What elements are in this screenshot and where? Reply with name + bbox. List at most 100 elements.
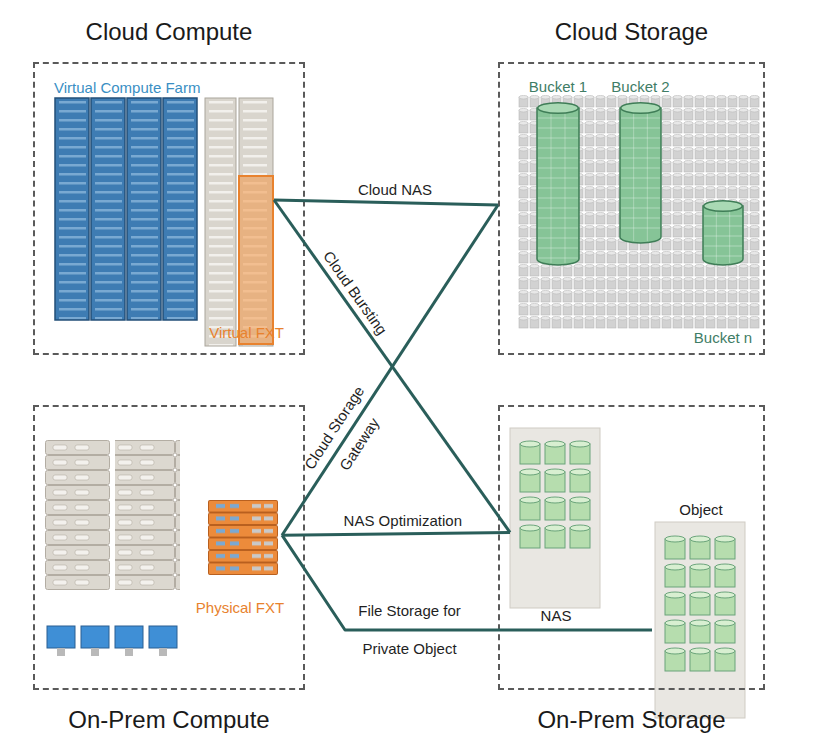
cylinder-grid	[621, 198, 660, 199]
cylinder-grid	[704, 236, 742, 237]
onprem-storage-group: On-Prem StorageNASObject	[498, 405, 765, 690]
node-label: Virtual FXT	[209, 324, 284, 342]
cylinder-grid	[538, 208, 578, 209]
cloud-storage-group: Cloud StorageBucket 1Bucket 2Bucket n	[498, 62, 765, 355]
node-label: Virtual Compute Farm	[54, 79, 200, 97]
cylinder-grid	[551, 108, 552, 263]
cylinder-grid	[538, 258, 578, 259]
fxt-appliance	[208, 500, 278, 575]
cylinder-grid	[538, 148, 578, 149]
edge-label: File Storage for Private Object	[350, 592, 470, 668]
bucket-cylinder: Bucket 2	[620, 102, 661, 243]
cylinder-grid	[538, 218, 578, 219]
node-label: Cloud Storage	[500, 18, 763, 46]
cylinder-grid	[621, 208, 660, 209]
edge-label: Cloud Storage Gateway	[294, 378, 399, 495]
node-label: On-Prem Storage	[500, 706, 763, 734]
blue-rack	[55, 98, 89, 320]
cylinder-shape	[620, 102, 661, 243]
cylinder-grid	[621, 188, 660, 189]
cylinder-grid	[704, 216, 742, 217]
object-storage: Object	[652, 495, 750, 720]
fxt-box: Virtual FXT	[238, 175, 274, 345]
cylinder-body	[537, 108, 579, 265]
cylinder-body	[620, 108, 661, 243]
cylinder-grid	[621, 118, 660, 119]
cylinder-grid	[633, 108, 634, 241]
blue-rack	[127, 98, 161, 320]
nas-disks	[518, 440, 593, 552]
cylinder-grid	[538, 118, 578, 119]
object-disks	[663, 535, 738, 675]
cylinder-grid	[621, 128, 660, 129]
cylinder-grid	[538, 188, 578, 189]
connector-line	[282, 205, 498, 535]
node-label: On-Prem Compute	[35, 706, 303, 734]
cylinder-grid	[538, 238, 578, 239]
node-label: Bucket 2	[611, 78, 669, 96]
nas-storage: NAS	[510, 425, 602, 625]
edge-label: Cloud Bursting	[319, 247, 391, 338]
storage-grid	[518, 95, 760, 329]
connector-line	[282, 535, 652, 630]
monitor-stand	[91, 648, 99, 656]
node-label: Bucket n	[694, 329, 752, 347]
cylinder-grid	[621, 178, 660, 179]
gray-rack	[205, 98, 236, 346]
cylinder-grid	[538, 138, 578, 139]
node-label: NAS	[541, 607, 572, 625]
cloud-compute-group: Cloud ComputeVirtual Compute FarmVirtual…	[33, 62, 305, 355]
cylinder-grid	[621, 138, 660, 139]
monitor-screen	[149, 626, 177, 648]
cylinder-top	[704, 201, 743, 212]
cylinder-grid	[716, 206, 717, 263]
blue-rack	[91, 98, 125, 320]
cylinder-grid	[538, 168, 578, 169]
cylinder-grid	[538, 158, 578, 159]
fxt-device: Physical FXT	[198, 498, 282, 618]
bucket-cylinder: Bucket 1	[537, 102, 579, 265]
server-rack	[45, 440, 110, 590]
cylinder-body	[703, 206, 743, 265]
cylinder-shape	[703, 200, 743, 265]
cylinder-grid	[565, 108, 566, 263]
cylinder-grid	[538, 248, 578, 249]
connector-line	[274, 200, 510, 532]
monitor-stand	[57, 648, 65, 656]
monitor-screen	[81, 626, 109, 648]
edge-label: NAS Optimization	[344, 512, 462, 530]
cylinder-grid	[621, 228, 660, 229]
edge-label: Cloud NAS	[358, 181, 432, 199]
connector-line	[274, 200, 498, 205]
cylinder-grid	[621, 148, 660, 149]
connector-line	[282, 532, 510, 535]
nas-rack	[510, 428, 600, 608]
monitor-screen	[47, 626, 75, 648]
cylinder-top	[538, 103, 579, 114]
node-label: Physical FXT	[196, 599, 284, 617]
cylinder-grid	[704, 226, 742, 227]
cylinder-grid	[621, 168, 660, 169]
cylinder-grid	[538, 228, 578, 229]
node-label: Bucket 1	[529, 78, 587, 96]
blue-rack	[163, 98, 197, 320]
server-rack	[115, 440, 180, 590]
cylinder-shape	[537, 102, 579, 265]
cylinder-grid	[647, 108, 648, 241]
compute-farm: Virtual Compute Farm	[52, 78, 202, 323]
cylinder-grid	[538, 128, 578, 129]
gray-rack	[239, 98, 273, 346]
bucket-cylinder: Bucket n	[703, 200, 743, 265]
cylinder-grid	[704, 256, 742, 257]
monitor-stand	[159, 648, 167, 656]
cylinder-top	[621, 103, 661, 114]
cylinder-grid	[704, 246, 742, 247]
cylinder-grid	[538, 178, 578, 179]
cylinder-grid	[621, 158, 660, 159]
cylinder-grid	[621, 218, 660, 219]
cylinder-grid	[729, 206, 730, 263]
onprem-compute-group: On-Prem ComputePhysical FXT	[33, 405, 305, 690]
cylinder-grid	[538, 198, 578, 199]
node-label: Object	[679, 501, 722, 519]
